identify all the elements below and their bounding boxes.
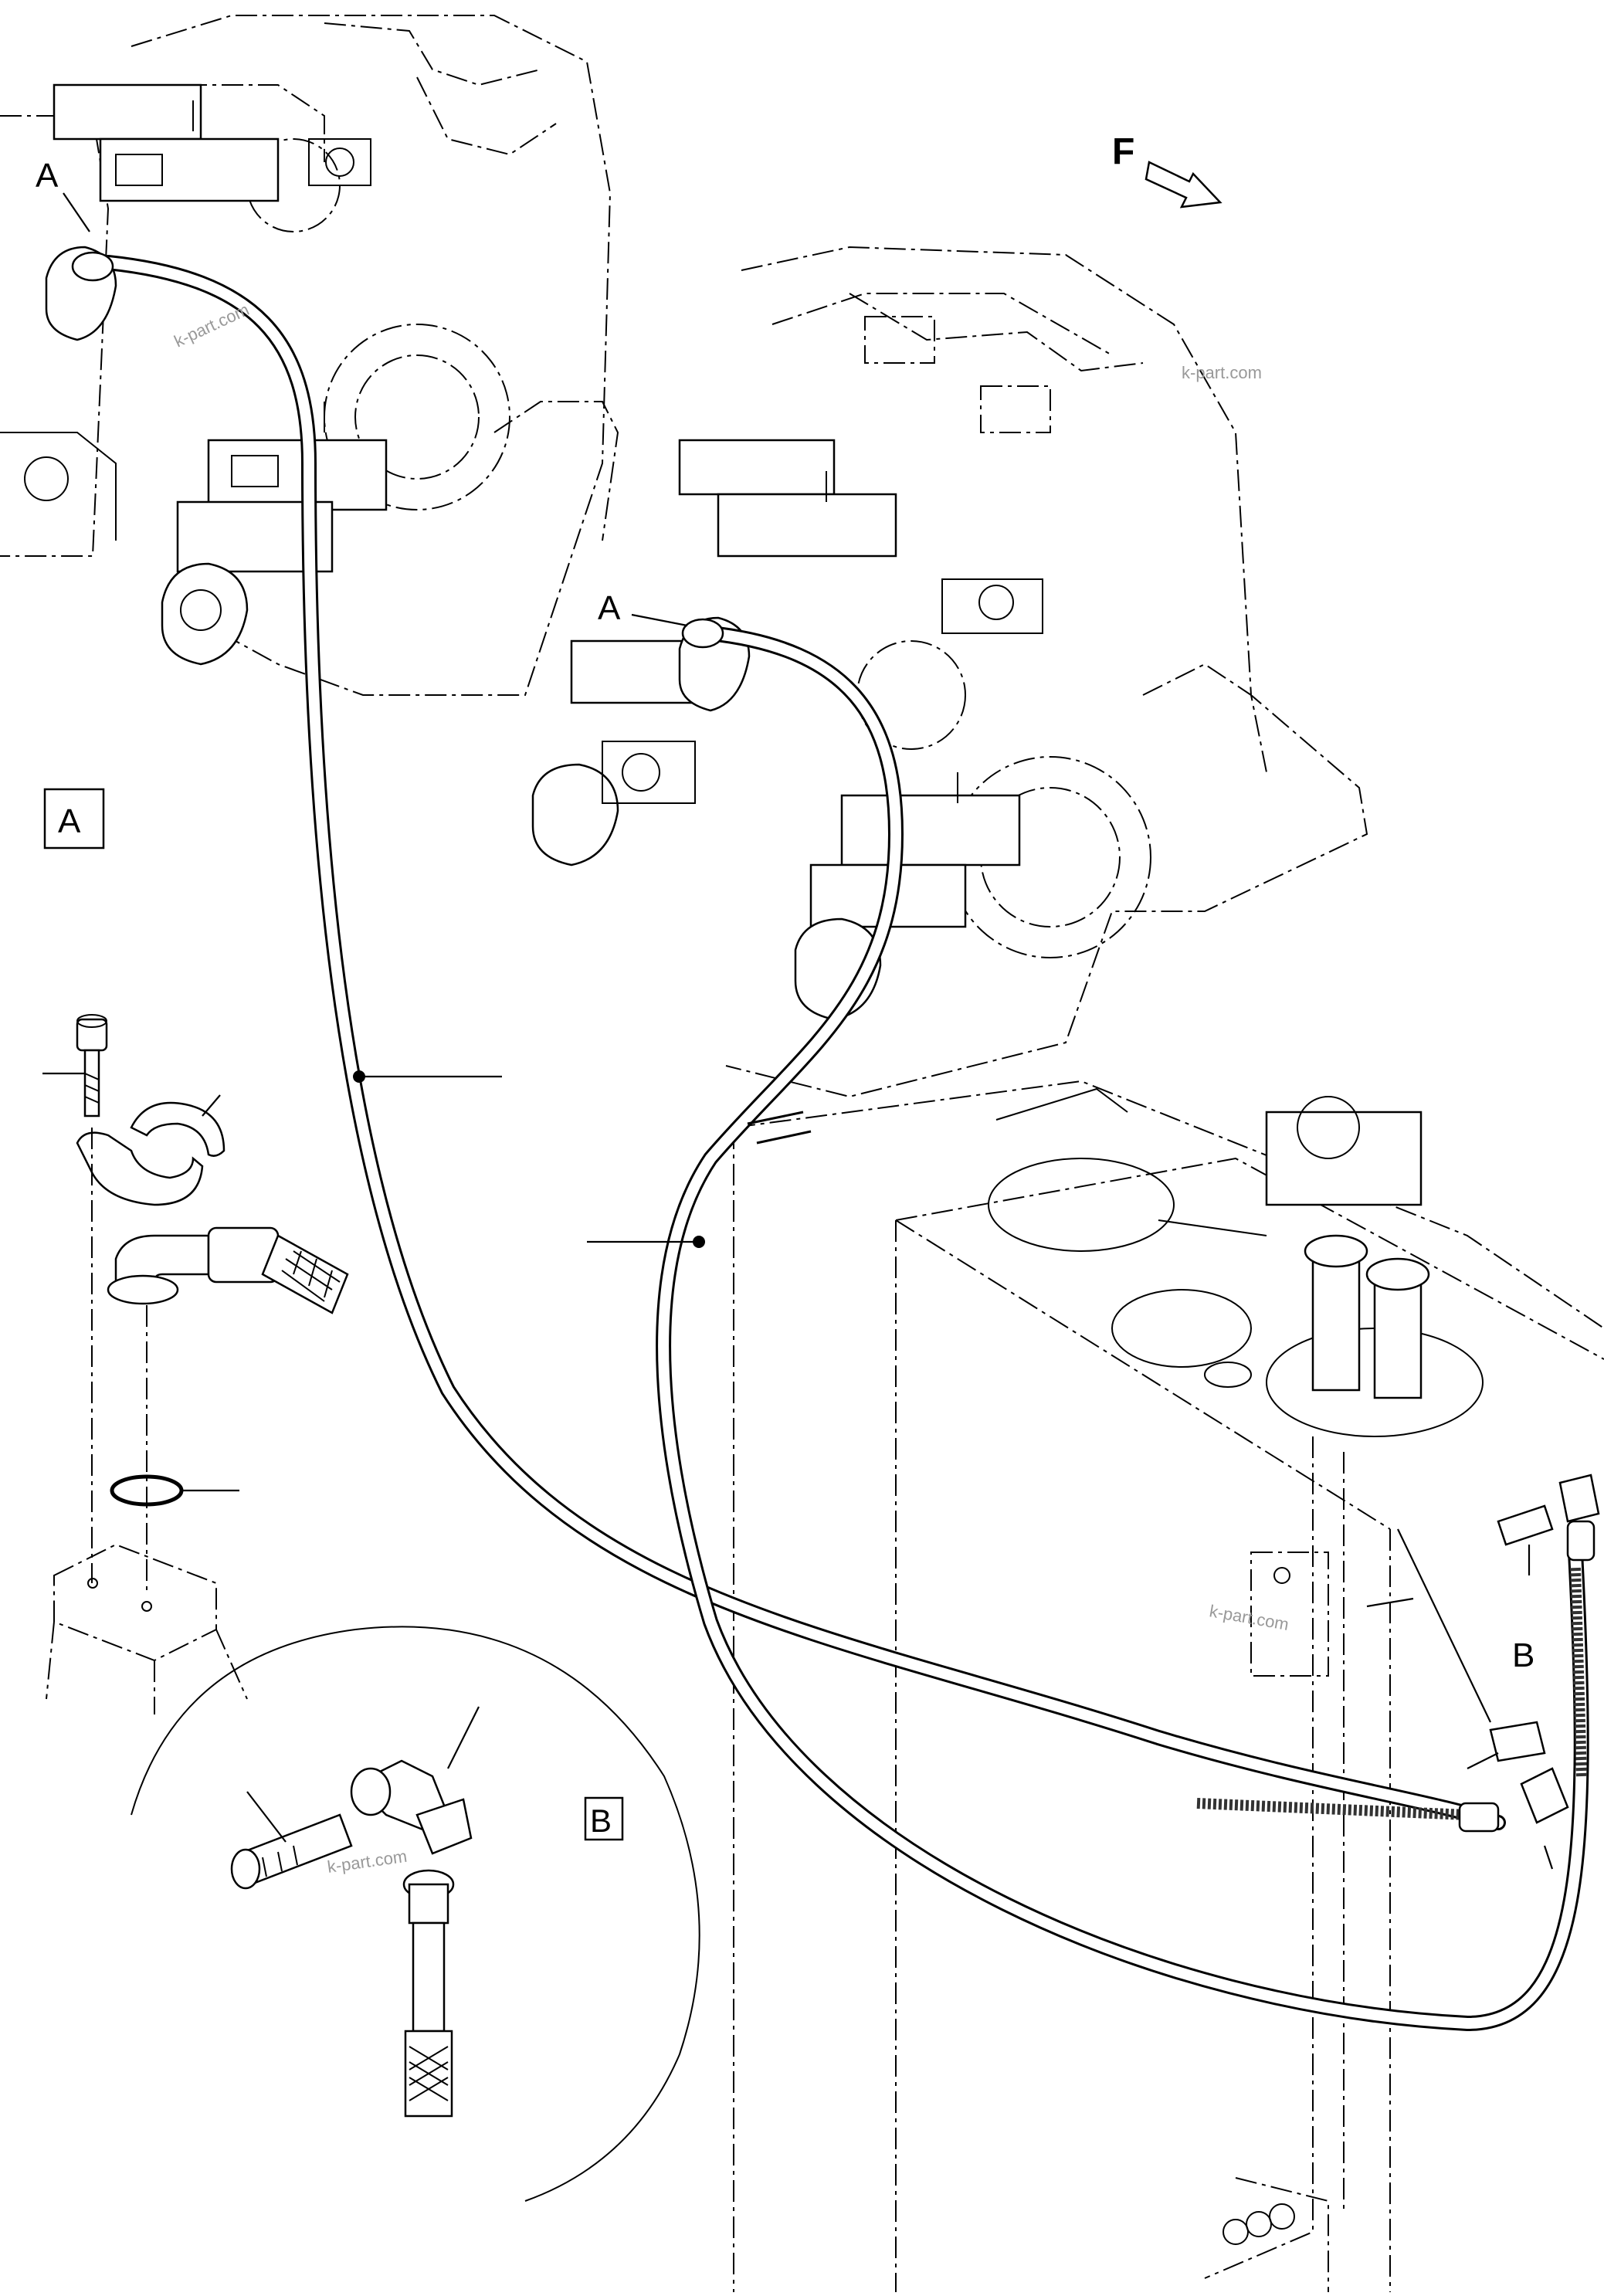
detail-a-box-label: A xyxy=(43,788,105,850)
hose-clip-mark xyxy=(756,1130,812,1145)
view-a-marker-upper: A xyxy=(36,157,59,195)
view-a-arrow-lower xyxy=(631,613,688,627)
direction-arrow-icon xyxy=(1145,161,1222,209)
hose-assembly-short xyxy=(656,626,1589,2032)
view-a-arrow-upper xyxy=(63,192,90,232)
forward-direction-indicator: F xyxy=(1112,131,1222,209)
hose-clip-mark xyxy=(747,1111,804,1125)
watermark-text: k-part.com xyxy=(1182,363,1262,382)
hydraulic-tank xyxy=(733,1080,1604,2292)
watermark-text: k-part.com xyxy=(1208,1601,1290,1634)
hose-assembly-long xyxy=(100,255,1506,1830)
detail-b-circle-inset xyxy=(131,1626,700,2202)
upper-left-transmission-housing xyxy=(0,15,619,696)
detail-b-box-label: B xyxy=(584,1796,624,1841)
right-side-fittings xyxy=(1366,1474,1600,1870)
detail-a-exploded-view xyxy=(42,1014,349,1714)
detail-b-box-text: B xyxy=(590,1803,612,1839)
detail-a-box-text: A xyxy=(58,802,81,840)
view-a-marker-lower: A xyxy=(598,589,621,627)
direction-letter: F xyxy=(1112,131,1134,172)
hose-end-fittings xyxy=(71,251,1596,1833)
detail-b-marker: B xyxy=(1512,1636,1534,1674)
watermark-text: k-part.com xyxy=(171,300,253,351)
